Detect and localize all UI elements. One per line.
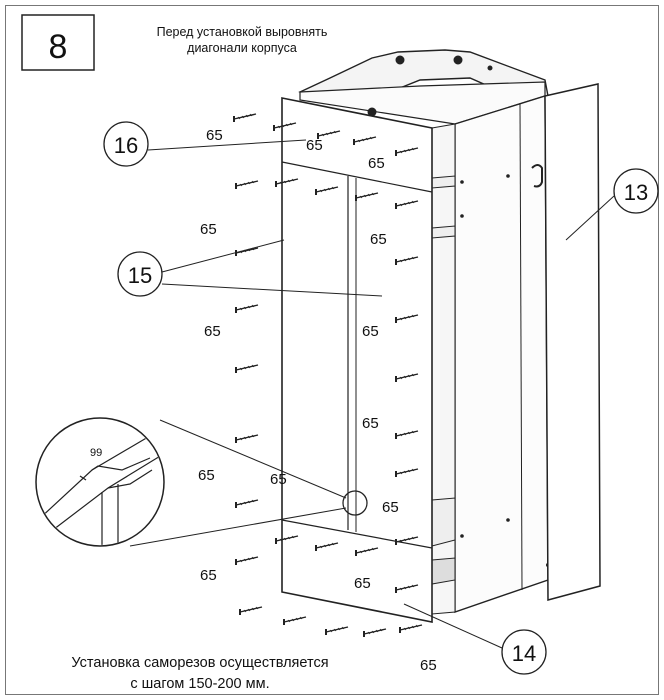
screw [235,499,259,509]
screw [235,364,259,374]
step-number: 8 [49,28,68,66]
dim-label: 65 [204,323,221,340]
dim-label: 65 [382,499,399,516]
dim-label: 65 [362,415,379,432]
dim-label: 65 [354,575,371,592]
back-panel [281,97,433,623]
callout-13: 13 [565,168,659,241]
footer-note-line1: Установка саморезов осуществляется [71,655,328,671]
callout-label: 14 [512,641,536,666]
dim-label: 65 [198,467,215,484]
detail-view: 99 [35,417,368,547]
header-note-line2: диагонали корпуса [187,41,297,55]
dim-label: 65 [306,137,323,154]
dim-label: 65 [368,155,385,172]
callout-label: 13 [624,180,648,205]
callout-label: 15 [128,263,152,288]
dim-label: 65 [270,471,287,488]
screw [235,180,259,190]
callout-16: 16 [103,121,307,167]
dim-label: 65 [362,323,379,340]
page-frame [5,5,659,695]
screw [235,304,259,314]
dim-label: 65 [200,567,217,584]
detail-target-circle [342,490,368,516]
dim-label: 65 [206,127,223,144]
dimension-labels: 65 65 65 65 65 65 65 65 65 65 65 65 65 6… [198,127,437,674]
side-panel-13 [544,83,601,601]
callout-14: 14 [403,603,547,675]
screw [235,434,259,444]
screw [233,113,257,123]
dim-label: 65 [200,221,217,238]
dim-label: 65 [370,231,387,248]
screw [239,606,263,616]
header-note-line1: Перед установкой выровнять [157,25,328,39]
screw [399,624,423,634]
detail-label: 99 [90,447,102,459]
footer-note-line2: с шагом 150-200 мм. [130,676,269,692]
step-box: 8 [21,14,95,71]
screw [325,626,349,636]
screw [363,628,387,638]
callout-label: 16 [114,133,138,158]
screw [283,616,307,626]
callout-15: 15 [117,239,383,297]
dim-label: 65 [420,657,437,674]
screw [235,556,259,566]
